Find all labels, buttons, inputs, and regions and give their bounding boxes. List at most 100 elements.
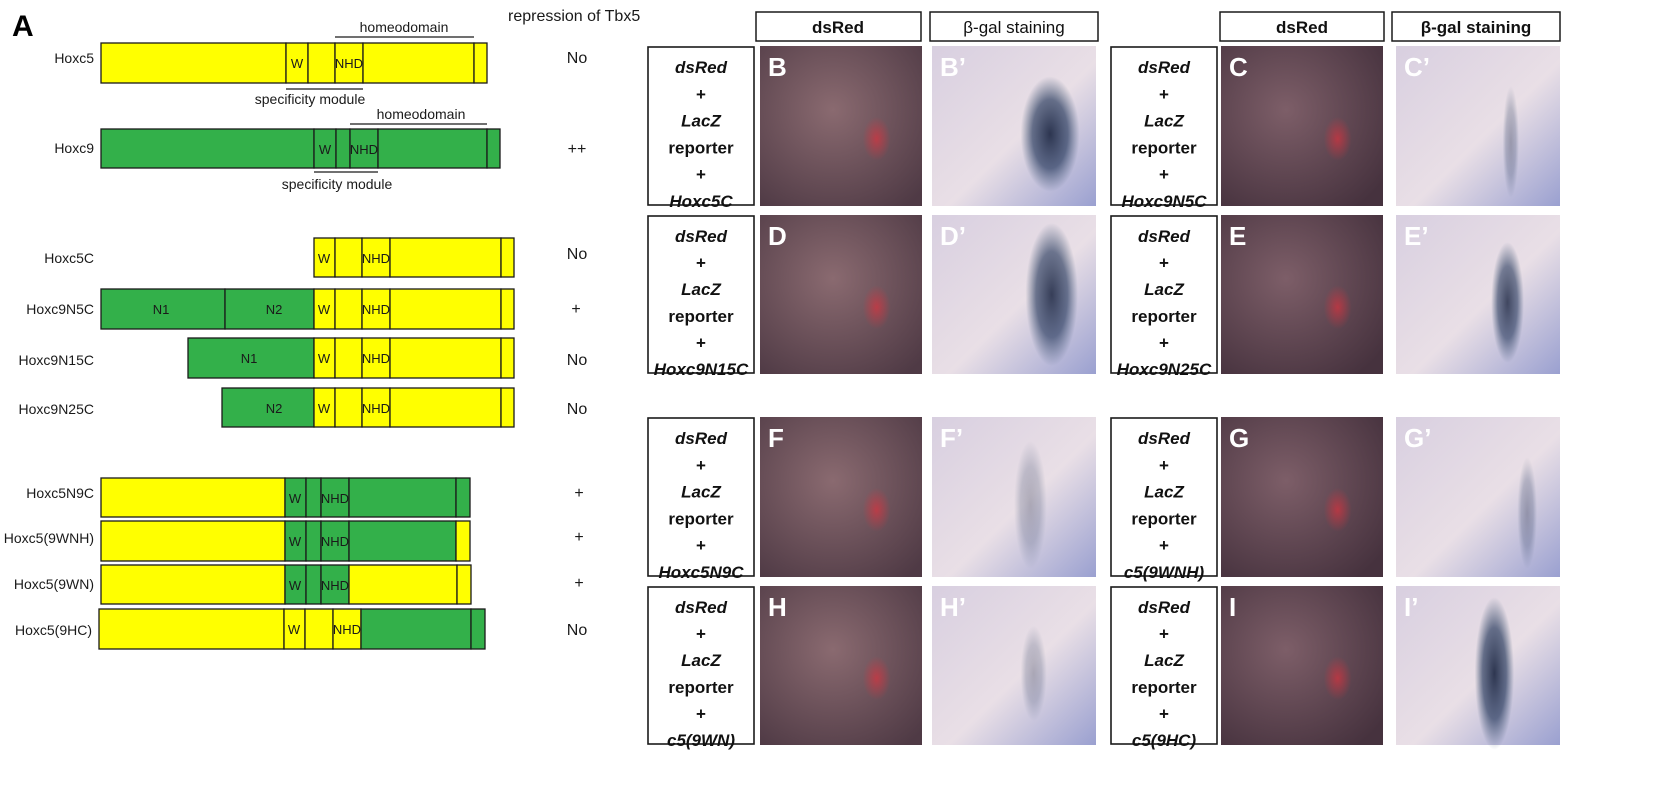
panel-letter: B’ <box>940 52 966 82</box>
homeodomain-segment <box>389 387 502 428</box>
condition-lacz: LacZ <box>681 280 721 299</box>
dsred-image <box>760 46 922 206</box>
construct-label: Hoxc5 <box>54 50 94 66</box>
condition-box <box>1110 215 1218 374</box>
c-terminal-segment <box>473 42 488 84</box>
nhd-segment <box>332 608 362 650</box>
nhd-segment <box>349 128 379 169</box>
nhd-label: NHD <box>350 142 378 157</box>
nhd-segment <box>361 337 391 379</box>
nhd-label: NHD <box>321 491 349 506</box>
condition-dsred: dsRed <box>1138 58 1191 77</box>
condition-dsred: dsRed <box>1138 598 1191 617</box>
repression-value: No <box>567 50 588 67</box>
condition-lacz: LacZ <box>1144 651 1184 670</box>
nhd-label: NHD <box>321 534 349 549</box>
dsred-image <box>760 586 922 745</box>
bgal-image <box>1396 215 1560 374</box>
condition-lacz: LacZ <box>1144 483 1184 502</box>
condition-lacz: LacZ <box>681 483 721 502</box>
homeodomain-segment <box>389 337 502 379</box>
construct-diagram: A repression of Tbx5 Hoxc5 W NHD homeodo… <box>4 8 640 650</box>
condition-plus: + <box>696 704 706 723</box>
expression-panels: dsRed β-gal staining dsRed β-gal stainin… <box>647 11 1561 750</box>
construct-label: Hoxc5(9WNH) <box>4 530 94 546</box>
dsred-image <box>1221 417 1383 577</box>
construct-hoxc5-9wnh: Hoxc5(9WNH) W NHD + <box>4 520 584 562</box>
c-terminal-segment <box>456 564 472 605</box>
condition-lacz: LacZ <box>1144 112 1184 131</box>
nhd-label: NHD <box>362 351 390 366</box>
construct-label: Hoxc5(9WN) <box>14 576 94 592</box>
panel-letter: G’ <box>1404 423 1431 453</box>
homeodomain-segment <box>389 237 502 278</box>
construct-hoxc9n25c: Hoxc9N25C N2 W NHD No <box>19 387 587 428</box>
homeodomain-segment <box>348 477 457 518</box>
condition-plus: + <box>696 456 706 475</box>
condition-reporter: reporter <box>1131 138 1197 157</box>
nhd-label: NHD <box>362 302 390 317</box>
linker-segment <box>334 237 363 278</box>
panel-letter: H’ <box>940 592 966 622</box>
condition-reporter: reporter <box>668 307 734 326</box>
condition-dsred: dsRed <box>675 429 728 448</box>
repression-value: No <box>567 246 588 263</box>
construct-hoxc5-9wn: Hoxc5(9WN) W NHD + <box>14 564 584 605</box>
repression-header: repression of Tbx5 <box>508 8 640 25</box>
panel-letter-a: A <box>12 10 34 43</box>
condition-plus: + <box>1159 704 1169 723</box>
construct-hoxc5c: Hoxc5C W NHD No <box>44 237 588 278</box>
dsred-signal <box>862 285 891 330</box>
n1-label: N1 <box>153 302 170 317</box>
c-terminal-segment <box>455 520 471 562</box>
panel-letter: I’ <box>1404 592 1418 622</box>
repression-value: No <box>567 352 588 369</box>
w-label: W <box>289 534 302 549</box>
w-label: W <box>291 56 304 71</box>
dsred-signal <box>1323 285 1352 330</box>
construct-label: Hoxc5N9C <box>26 485 94 501</box>
nhd-label: NHD <box>362 401 390 416</box>
homeodomain-segment <box>362 42 475 84</box>
homeodomain-segment <box>360 608 472 650</box>
n2-segment <box>221 387 315 428</box>
dsred-image <box>760 417 922 577</box>
linker-segment <box>304 608 334 650</box>
linker-segment <box>305 520 322 562</box>
specificity-module-annotation: specificity module <box>282 176 393 192</box>
panel-letter: C <box>1229 52 1248 82</box>
header-dsred-label: dsRed <box>812 18 864 37</box>
nhd-label: NHD <box>321 578 349 593</box>
header-bgal-right <box>1391 11 1561 42</box>
header-bgal-label: β-gal staining <box>1421 18 1532 37</box>
condition-construct: Hoxc9N5C <box>1121 192 1207 211</box>
condition-plus: + <box>696 333 706 352</box>
linker-segment <box>305 477 322 518</box>
c-terminal-segment <box>500 288 515 330</box>
linker-segment <box>305 564 322 605</box>
bgal-stain <box>1020 76 1080 192</box>
panel-letter: F’ <box>940 423 963 453</box>
condition-lacz: LacZ <box>681 112 721 131</box>
condition-dsred: dsRed <box>675 58 728 77</box>
condition-construct: Hoxc9N25C <box>1117 360 1212 379</box>
panel-letter: E’ <box>1404 221 1429 251</box>
c-terminal-segment <box>500 337 515 379</box>
condition-dsred: dsRed <box>1138 227 1191 246</box>
condition-plus: + <box>1159 85 1169 104</box>
condition-plus: + <box>696 536 706 555</box>
condition-reporter: reporter <box>1131 509 1197 528</box>
condition-box <box>647 215 755 374</box>
panel-letter: E <box>1229 221 1246 251</box>
n1-label: N1 <box>241 351 258 366</box>
n-terminal-segment <box>98 608 285 650</box>
nhd-label: NHD <box>362 251 390 266</box>
bgal-stain <box>1491 242 1524 363</box>
condition-dsred: dsRed <box>675 598 728 617</box>
specificity-module-annotation: specificity module <box>255 91 366 107</box>
repression-value: No <box>567 622 588 639</box>
panel-letter: B <box>768 52 787 82</box>
